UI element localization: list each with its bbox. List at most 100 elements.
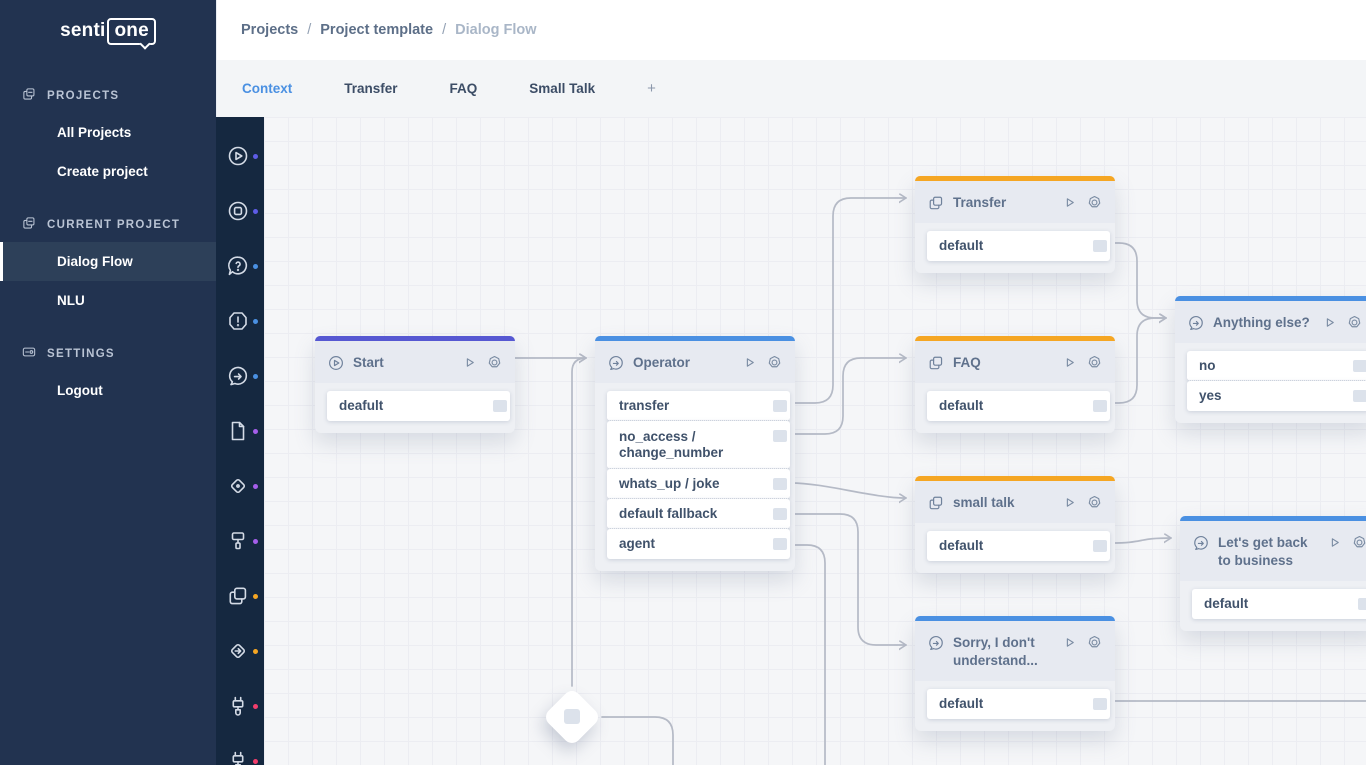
node-title: Transfer [953, 195, 1007, 210]
node-row-deafult[interactable]: deafult [327, 391, 510, 421]
output-connector-handle[interactable] [1358, 598, 1366, 610]
sidebar-item-all-projects[interactable]: All Projects [57, 125, 132, 140]
sidebar-item-logout[interactable]: Logout [57, 383, 103, 398]
output-connector-handle[interactable] [1093, 240, 1107, 252]
node-play-button[interactable] [461, 354, 478, 371]
tab-small-talk[interactable]: Small Talk [529, 81, 596, 96]
decision-node-handle[interactable] [564, 709, 580, 724]
palette-item-paint-roller[interactable] [216, 521, 264, 561]
node-row-default[interactable]: default [927, 531, 1110, 561]
output-connector-handle[interactable] [1093, 540, 1107, 552]
projects-icon [21, 86, 37, 105]
breadcrumb-item-project-template[interactable]: Project template [320, 22, 434, 38]
node-intents-card: default [927, 231, 1110, 261]
add-tab-button[interactable]: + [647, 80, 656, 97]
palette-item-question-bubble[interactable] [216, 246, 264, 286]
palette-item-play-circle[interactable] [216, 136, 264, 176]
node-play-button[interactable] [1061, 354, 1078, 371]
palette-item-diamond-dot[interactable] [216, 466, 264, 506]
node-play-button[interactable] [1061, 634, 1078, 651]
node-intents-card: default [1192, 589, 1366, 619]
node-play-button[interactable] [1061, 494, 1078, 511]
node-settings-gear-icon[interactable] [1086, 354, 1103, 371]
play-circle-icon [327, 354, 345, 372]
palette-item-plug[interactable] [216, 741, 264, 765]
node-row-label: agent [619, 536, 656, 551]
node-play-button[interactable] [1326, 534, 1343, 551]
node-row-no-access-change-number[interactable]: no_access / change_number [607, 421, 790, 469]
output-connector-handle[interactable] [773, 478, 787, 490]
palette-item-alert-hexagon[interactable] [216, 301, 264, 341]
node-accent-bar [315, 336, 515, 341]
stacked-cards-icon [927, 194, 945, 212]
node-play-button[interactable] [1321, 314, 1338, 331]
output-connector-handle[interactable] [1353, 360, 1366, 372]
chat-redirect-icon [927, 634, 945, 652]
palette-item-document[interactable] [216, 411, 264, 451]
node-settings-gear-icon[interactable] [1351, 534, 1366, 551]
tab-context[interactable]: Context [242, 81, 293, 96]
output-connector-handle[interactable] [493, 400, 507, 412]
node-row-label: default [939, 398, 984, 413]
output-connector-handle[interactable] [1093, 698, 1107, 710]
palette-item-chat-redirect[interactable] [216, 356, 264, 396]
palette-color-dot [253, 759, 258, 764]
node-settings-gear-icon[interactable] [1086, 634, 1103, 651]
palette-item-stacked-cards[interactable] [216, 576, 264, 616]
palette-item-plug[interactable] [216, 686, 264, 726]
sidebar-section-label: CURRENT PROJECT [47, 218, 181, 231]
output-connector-handle[interactable] [773, 430, 787, 442]
node-settings-gear-icon[interactable] [486, 354, 503, 371]
output-connector-handle[interactable] [773, 508, 787, 520]
node-accent-bar [595, 336, 795, 341]
node-row-agent[interactable]: agent [607, 529, 790, 559]
node-row-default[interactable]: default [927, 391, 1110, 421]
edge-faq-to-anything-else [1110, 318, 1167, 404]
node-row-default-fallback[interactable]: default fallback [607, 499, 790, 529]
palette-color-dot [253, 649, 258, 654]
edge-operator-to-faq [790, 358, 907, 435]
tab-transfer[interactable]: Transfer [344, 81, 398, 96]
node-row-default[interactable]: default [927, 689, 1110, 719]
edge-transfer-to-anything-else [1110, 242, 1167, 318]
breadcrumb-item-projects[interactable]: Projects [241, 22, 299, 38]
output-connector-handle[interactable] [773, 538, 787, 550]
sidebar-item-dialog-flow[interactable]: Dialog Flow [0, 242, 216, 281]
node-settings-gear-icon[interactable] [1346, 314, 1363, 331]
flow-node-sorry[interactable]: Sorry, I don't understand...default [915, 616, 1115, 731]
logo-text-prefix: senti [60, 20, 106, 41]
node-accent-bar [1175, 296, 1366, 301]
node-row-default[interactable]: default [927, 231, 1110, 261]
output-connector-handle[interactable] [773, 400, 787, 412]
node-settings-gear-icon[interactable] [766, 354, 783, 371]
sidebar-item-nlu[interactable]: NLU [57, 293, 85, 308]
node-play-button[interactable] [741, 354, 758, 371]
palette-item-diamond-arrow[interactable] [216, 631, 264, 671]
node-row-transfer[interactable]: transfer [607, 391, 790, 421]
node-settings-gear-icon[interactable] [1086, 194, 1103, 211]
logo-speech-box: one [107, 17, 156, 50]
output-connector-handle[interactable] [1353, 390, 1366, 402]
node-play-button[interactable] [1061, 194, 1078, 211]
palette-item-stop-circle[interactable] [216, 191, 264, 231]
node-row-whats-up-joke[interactable]: whats_up / joke [607, 469, 790, 499]
tab-faq[interactable]: FAQ [449, 81, 478, 96]
sidebar-item-create-project[interactable]: Create project [57, 164, 148, 179]
output-connector-handle[interactable] [1093, 400, 1107, 412]
node-row-yes[interactable]: yes [1187, 381, 1366, 411]
node-row-no[interactable]: no [1187, 351, 1366, 381]
flow-tabbar: Context Transfer FAQ Small Talk + [216, 60, 1366, 117]
flow-node-transfer[interactable]: Transfer default [915, 176, 1115, 273]
node-row-default[interactable]: default [1192, 589, 1366, 619]
palette-color-dot [253, 594, 258, 599]
logo-text-suffix: one [114, 19, 149, 41]
node-settings-gear-icon[interactable] [1086, 494, 1103, 511]
